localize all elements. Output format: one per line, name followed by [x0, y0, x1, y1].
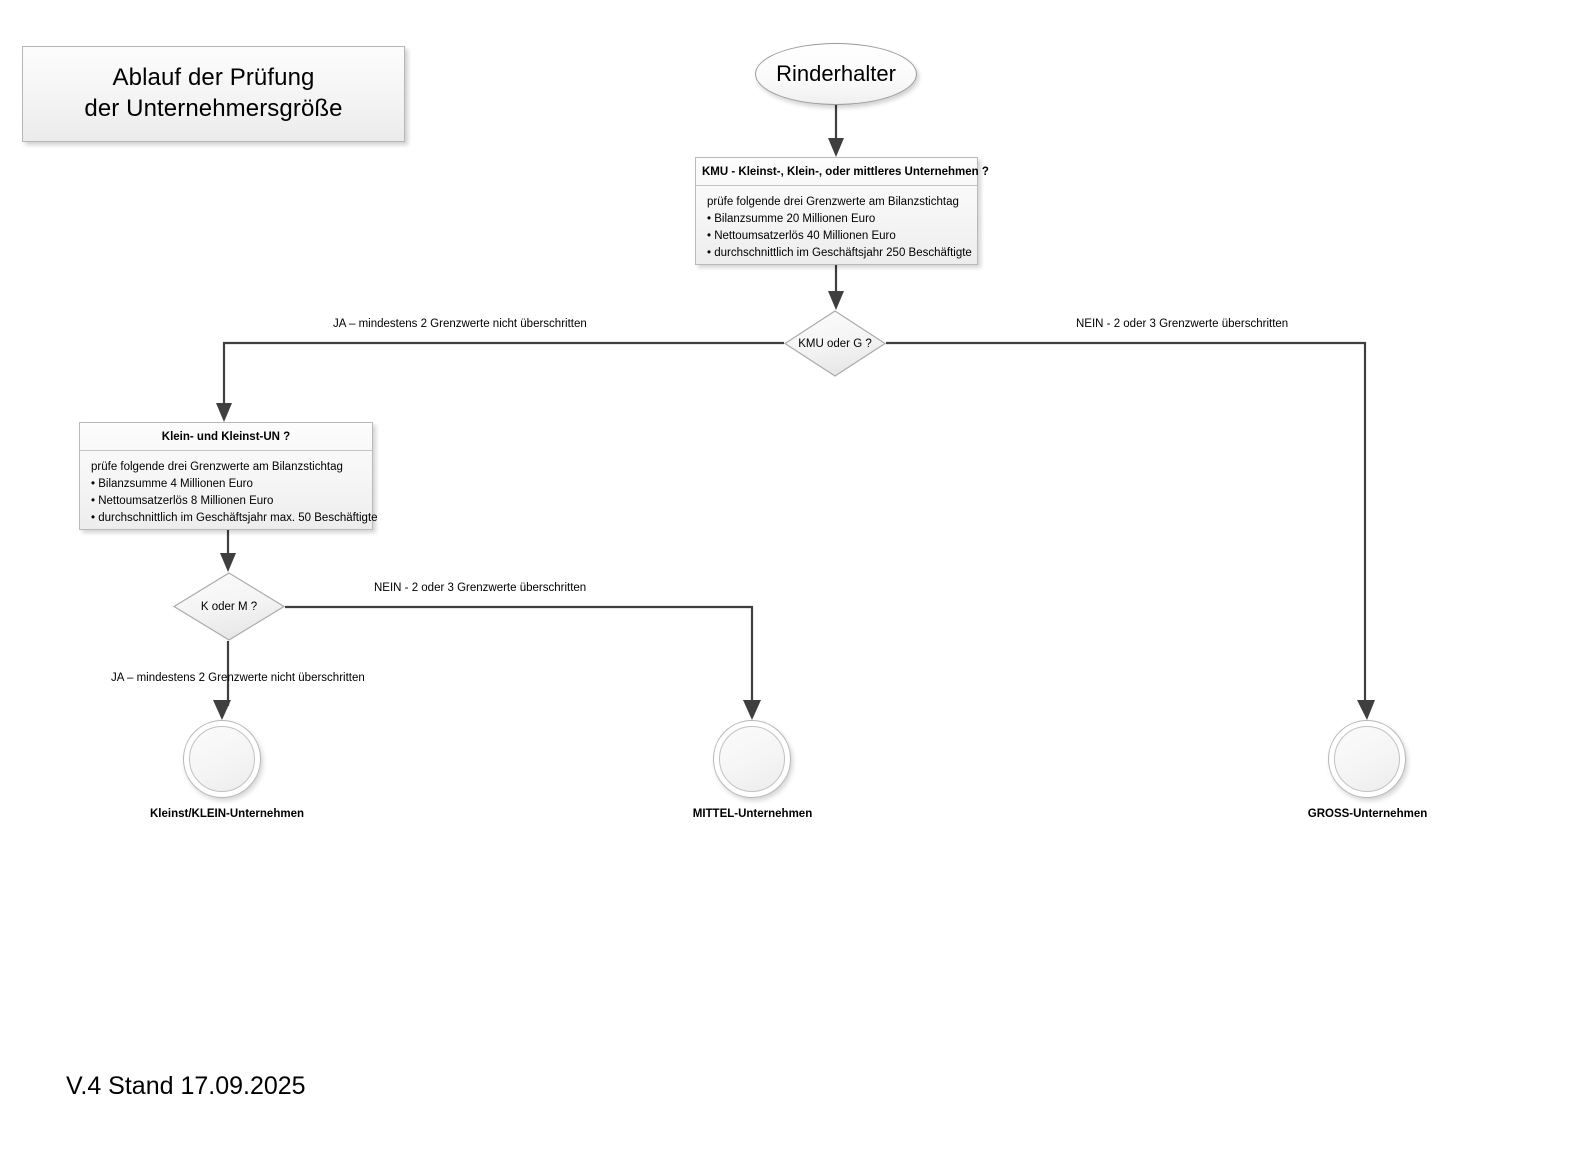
decision-km-shape	[172, 572, 286, 641]
footer-version: V.4 Stand 17.09.2025	[66, 1072, 306, 1100]
arrowhead-kleinbox	[216, 403, 232, 422]
end-label-kleinst-klein: Kleinst/KLEIN-Unternehmen	[150, 808, 304, 820]
klein-bullet-1: • Bilanzsumme 4 Millionen Euro	[91, 478, 253, 491]
end-node-gross-inner-ring	[1334, 726, 1400, 792]
process-box-kmu[interactable]: KMU - Kleinst-, Klein-, oder mittleres U…	[695, 157, 989, 265]
edge-ja-to-kleinbox	[222, 341, 784, 408]
end-node-mittel[interactable]	[713, 720, 791, 798]
process-box-klein[interactable]: Klein- und Kleinst-UN ? prüfe folgende d…	[79, 422, 378, 530]
arrowhead-decision-km	[220, 553, 236, 572]
klein-intro: prüfe folgende drei Grenzwerte am Bilanz…	[91, 461, 343, 473]
arrowhead-gross	[1357, 700, 1375, 720]
arrowhead-decision-kmu	[828, 291, 844, 310]
decision-k-oder-m[interactable]: K oder M ?	[172, 572, 286, 641]
edge-label-nein-km: NEIN - 2 oder 3 Grenzwerte überschritten	[374, 582, 587, 594]
title-line-2: der Unternehmersgröße	[84, 95, 343, 122]
title-card: Ablauf der Prüfung der Unternehmersgröße	[22, 46, 405, 142]
kmu-intro: prüfe folgende drei Grenzwerte am Bilanz…	[707, 196, 959, 208]
process-box-kmu-body: prüfe folgende drei Grenzwerte am Bilanz…	[696, 186, 977, 271]
end-node-mittel-inner-ring	[719, 726, 785, 792]
process-box-klein-header: Klein- und Kleinst-UN ?	[80, 423, 372, 451]
start-node-rinderhalter[interactable]: Rinderhalter	[755, 43, 917, 105]
arrowhead-kleinst	[213, 700, 231, 720]
arrowhead-kmubox	[828, 138, 844, 157]
edge-label-nein-kmu: NEIN - 2 oder 3 Grenzwerte überschritten	[1076, 318, 1289, 330]
arrowhead-mittel	[743, 700, 761, 720]
edge-nein-to-mittel	[285, 605, 754, 706]
edge-label-ja-kmu: JA – mindestens 2 Grenzwerte nicht übers…	[333, 318, 587, 330]
kmu-bullet-2: • Nettoumsatzerlös 40 Millionen Euro	[707, 230, 896, 243]
decision-kmu-shape	[783, 310, 887, 377]
title-line-1: Ablauf der Prüfung	[112, 64, 315, 92]
kmu-bullet-3: • durchschnittlich im Geschäftsjahr 250 …	[707, 247, 972, 260]
edge-label-ja-km: JA – mindestens 2 Grenzwerte nicht übers…	[111, 672, 365, 684]
edge-nein-to-gross	[886, 341, 1367, 706]
end-label-mittel: MITTEL-Unternehmen	[692, 808, 813, 820]
kmu-bullet-1: • Bilanzsumme 20 Millionen Euro	[707, 213, 876, 226]
end-label-gross: GROSS-Unternehmen	[1307, 808, 1428, 820]
process-box-klein-body: prüfe folgende drei Grenzwerte am Bilanz…	[80, 451, 378, 536]
end-node-gross[interactable]	[1328, 720, 1406, 798]
process-box-kmu-header: KMU - Kleinst-, Klein-, oder mittleres U…	[696, 158, 989, 186]
start-node-label: Rinderhalter	[776, 61, 896, 86]
klein-bullet-3: • durchschnittlich im Geschäftsjahr max.…	[91, 512, 378, 525]
decision-kmu-oder-g[interactable]: KMU oder G ?	[783, 310, 887, 377]
klein-bullet-2: • Nettoumsatzerlös 8 Millionen Euro	[91, 495, 274, 508]
end-node-kleinst-inner-ring	[189, 726, 255, 792]
end-node-kleinst-klein[interactable]	[183, 720, 261, 798]
